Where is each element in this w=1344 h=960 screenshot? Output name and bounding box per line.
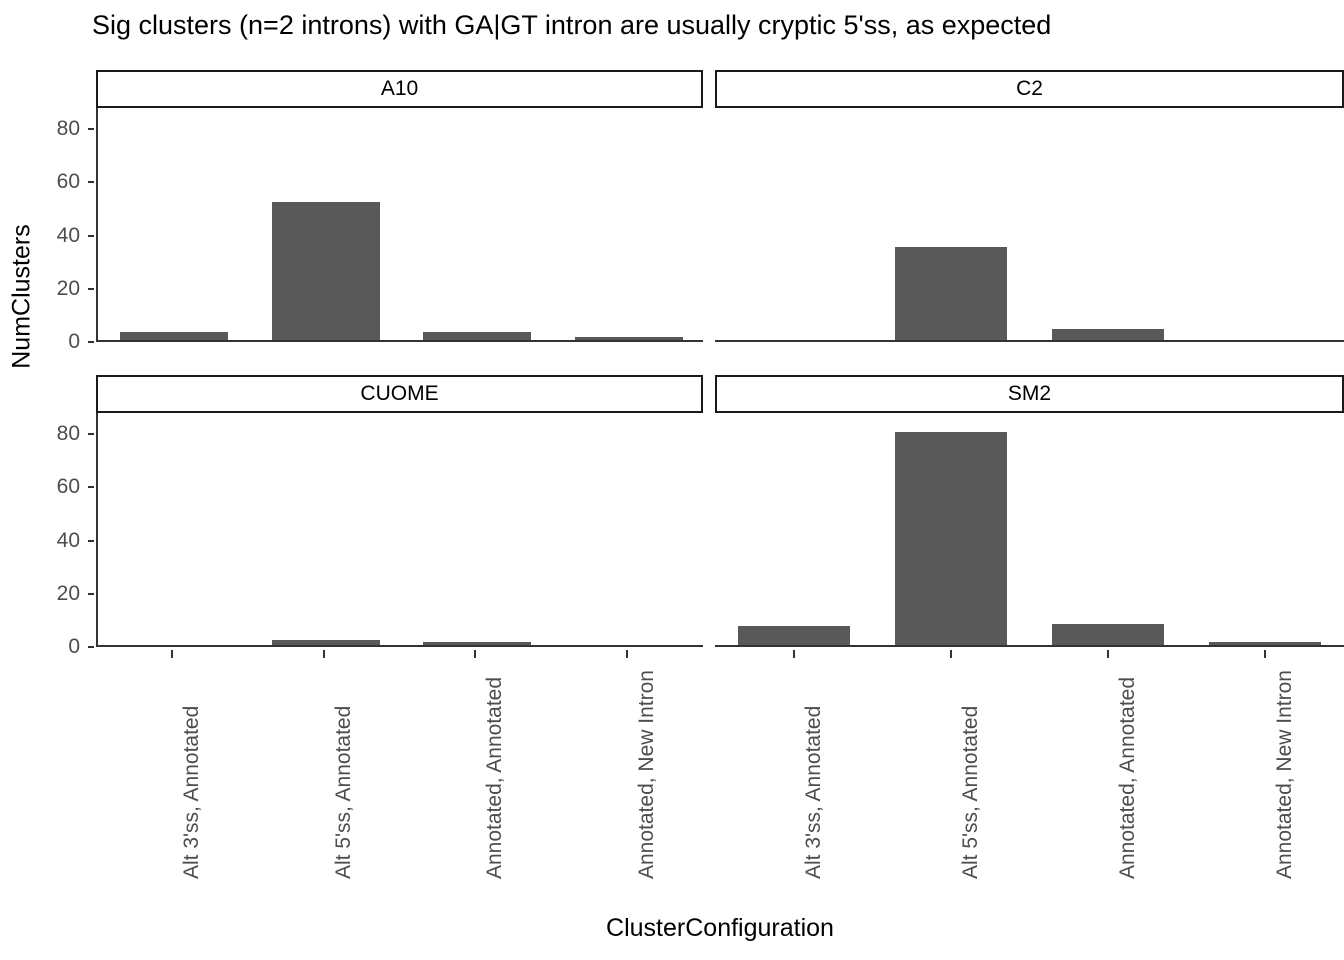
y-tick-label: 0 — [68, 330, 80, 353]
facet-panel-a10 — [96, 108, 703, 342]
facet-panel-c2 — [715, 108, 1344, 342]
facet-strip-c2: C2 — [715, 70, 1344, 108]
bar — [737, 626, 850, 645]
y-tick-label: 40 — [56, 528, 80, 552]
x-tick-label: Alt 3'ss, Annotated — [179, 705, 203, 879]
y-tick-mark — [88, 646, 94, 648]
x-tick-label: Alt 3'ss, Annotated — [801, 705, 825, 879]
facet-strip-cuome: CUOME — [96, 375, 703, 413]
x-tick-mark — [626, 650, 629, 658]
x-tick-mark — [1107, 650, 1110, 658]
bar — [575, 337, 684, 340]
y-tick-label: 0 — [68, 635, 80, 658]
y-tick-label: 20 — [56, 581, 80, 605]
facet-strip-label: A10 — [380, 77, 419, 100]
y-tick-mark — [88, 592, 94, 595]
x-tick-label: Annotated, Annotated — [1116, 676, 1140, 879]
bar — [894, 432, 1007, 645]
facet-strip-label: SM2 — [1007, 382, 1052, 405]
y-tick-mark — [88, 181, 94, 184]
y-tick-label: 20 — [56, 276, 80, 300]
y-tick-mark — [88, 128, 94, 131]
bar — [423, 642, 532, 645]
x-tick-mark — [322, 650, 325, 658]
x-tick-mark — [1264, 650, 1267, 658]
y-tick-mark — [88, 539, 94, 542]
facet-strip-sm2: SM2 — [715, 375, 1344, 413]
y-tick-label: 40 — [56, 223, 80, 247]
x-tick-mark — [792, 650, 795, 658]
y-tick-label: 80 — [56, 117, 80, 141]
bar — [1052, 623, 1165, 645]
bar-series-sm2 — [715, 413, 1344, 645]
x-tick-mark — [170, 650, 173, 658]
y-tick-mark — [88, 486, 94, 489]
bar-series-c2 — [715, 108, 1344, 340]
y-tick-label: 60 — [56, 475, 80, 499]
x-axis-title: ClusterConfiguration — [606, 914, 834, 942]
bar — [1209, 642, 1322, 645]
x-tick-label: Alt 5'ss, Annotated — [958, 705, 982, 879]
bar — [423, 332, 532, 340]
x-tick-label: Annotated, New Intron — [1273, 670, 1297, 879]
facet-panel-sm2 — [715, 413, 1344, 647]
facet-strip-label: C2 — [1016, 77, 1043, 100]
facet-strip-label: CUOME — [360, 382, 439, 405]
x-tick-label: Alt 5'ss, Annotated — [331, 705, 355, 879]
y-tick-mark — [88, 433, 94, 436]
chart-title: Sig clusters (n=2 introns) with GA|GT in… — [92, 10, 1052, 40]
x-tick-label: Annotated, New Intron — [635, 670, 659, 879]
y-tick-mark — [88, 341, 94, 343]
bar — [271, 639, 380, 645]
y-tick-mark — [88, 287, 94, 290]
facet-strip-a10: A10 — [96, 70, 703, 108]
bar-series-a10 — [98, 108, 703, 340]
bar — [894, 246, 1007, 340]
facet-panel-cuome — [96, 413, 703, 647]
x-tick-label: Annotated, Annotated — [483, 676, 507, 879]
bar — [119, 332, 228, 340]
y-tick-label: 80 — [56, 422, 80, 446]
x-tick-mark — [949, 650, 952, 658]
y-tick-mark — [88, 234, 94, 237]
y-tick-label: 60 — [56, 170, 80, 194]
bar — [1052, 329, 1165, 340]
x-tick-mark — [474, 650, 477, 658]
bar-series-cuome — [98, 413, 703, 645]
bar — [271, 201, 380, 340]
